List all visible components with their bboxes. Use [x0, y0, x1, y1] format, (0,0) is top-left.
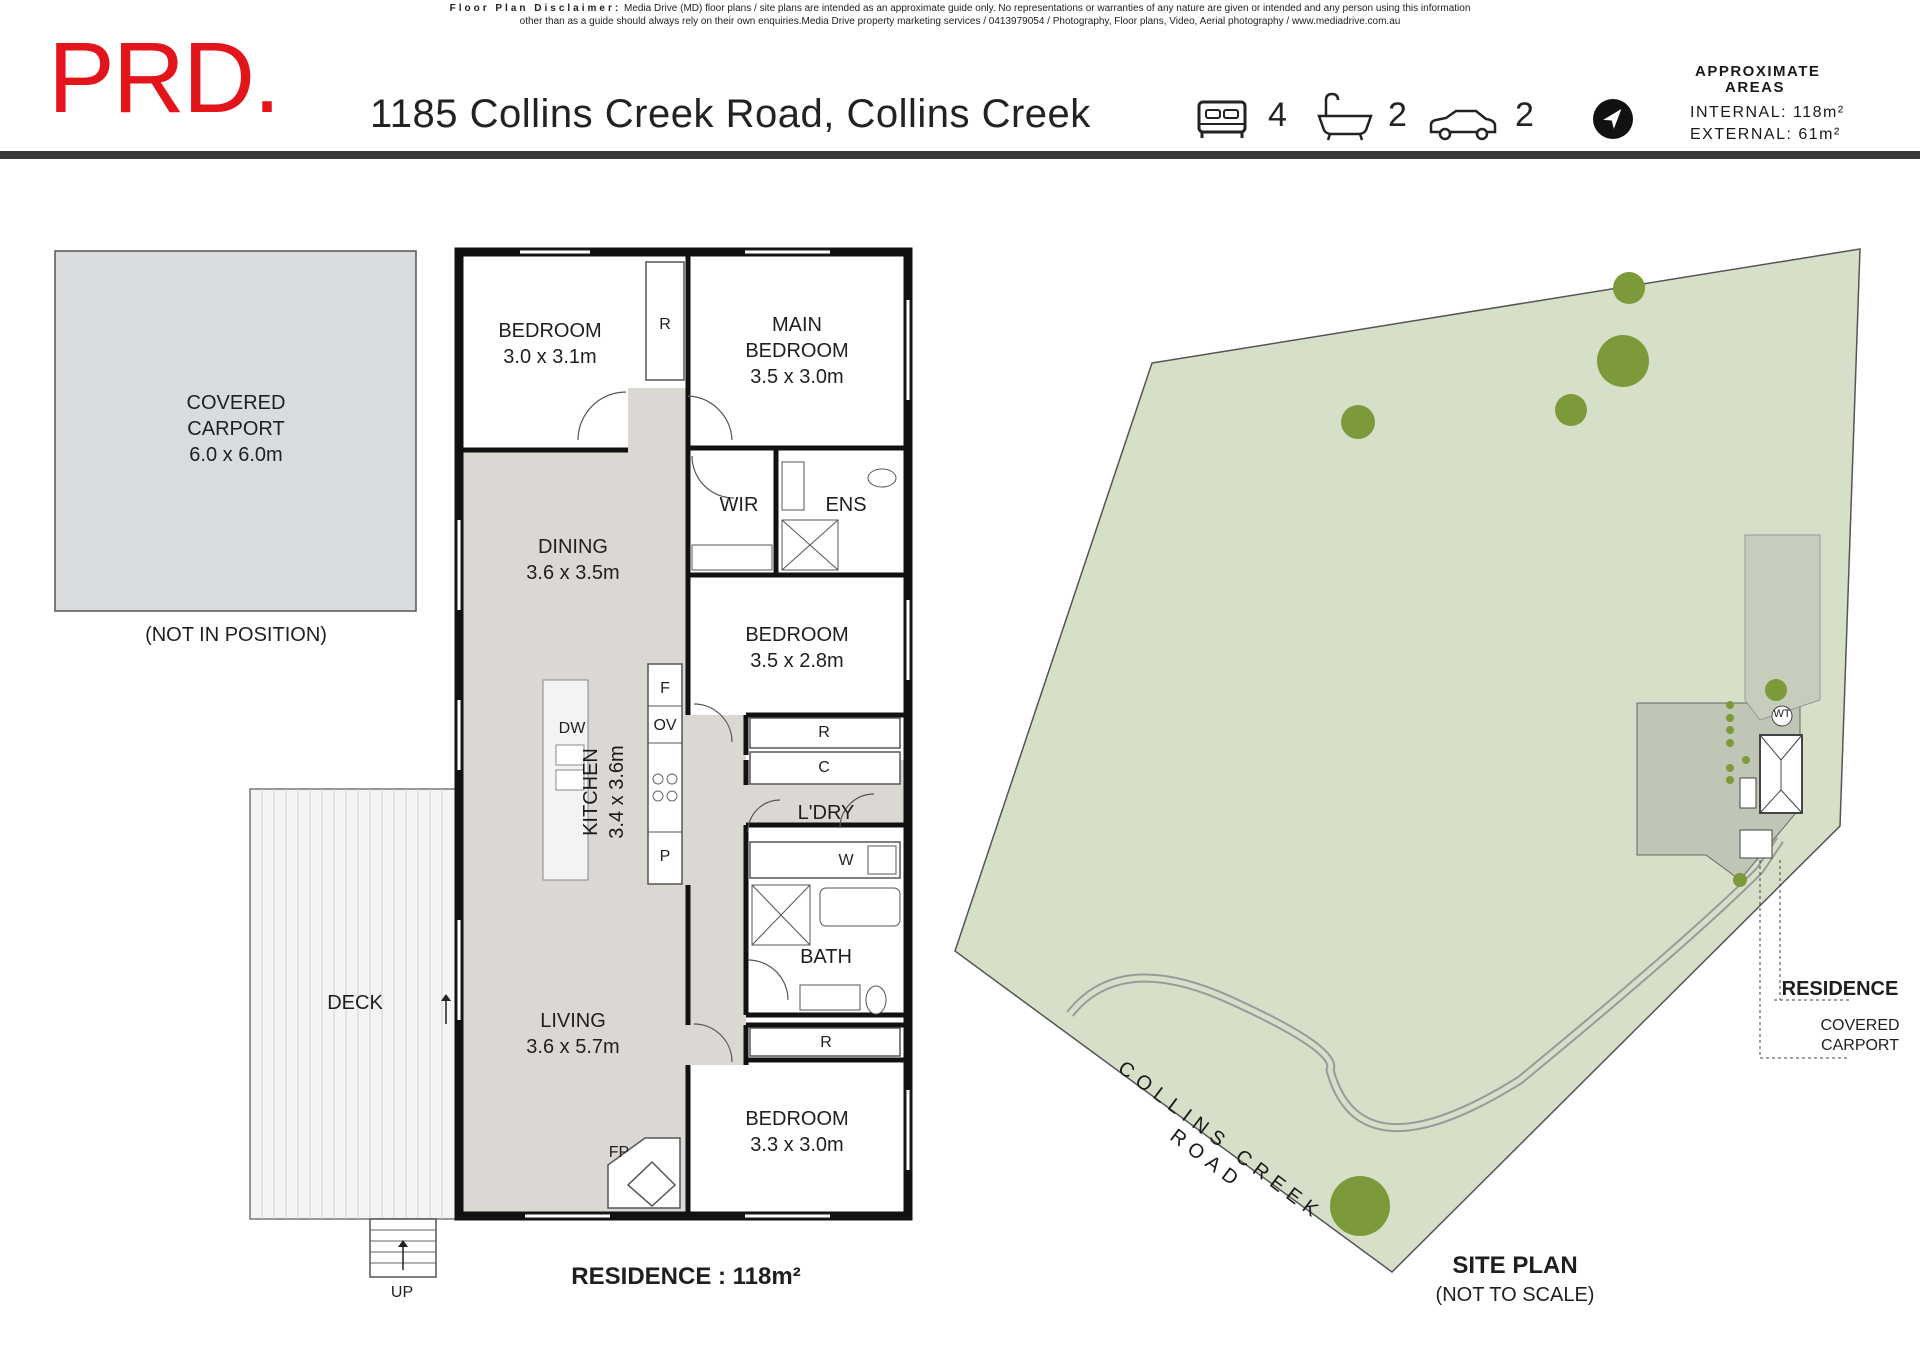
bedroom2-size: 3.5 x 2.8m	[750, 650, 844, 672]
fixture-cupboard: C	[818, 759, 830, 776]
fixture-oven: OV	[653, 717, 677, 734]
bedroom3-label: BEDROOM 3.3 x 3.0m	[745, 1106, 848, 1158]
deck-label: DECK	[327, 992, 383, 1014]
fixture-fridge: F	[660, 680, 670, 697]
living-name: LIVING	[540, 1010, 606, 1032]
external-label: EXTERNAL:	[1690, 126, 1793, 143]
bed-icon	[1197, 100, 1247, 138]
external-area: EXTERNAL: 61m²	[1690, 126, 1841, 144]
beds-count: 4	[1268, 96, 1287, 134]
living-label: LIVING 3.6 x 5.7m	[526, 1008, 619, 1060]
areas-title: APPROXIMATE AREAS	[1695, 63, 1821, 96]
bedroom1-label: BEDROOM 3.0 x 3.1m	[498, 318, 601, 370]
dining-label: DINING 3.6 x 3.5m	[526, 534, 619, 586]
external-value: 61m²	[1798, 126, 1841, 143]
disclaimer-lead: Floor Plan Disclaimer:	[449, 3, 622, 14]
disclaimer-line1: Media Drive (MD) floor plans / site plan…	[623, 3, 1471, 14]
wir-label: WIR	[719, 494, 759, 516]
main-bedroom-name1: MAIN	[772, 314, 822, 336]
bath-icon	[1317, 92, 1373, 141]
fireplace-label: FP	[608, 1144, 630, 1161]
fixture-pantry: P	[659, 848, 671, 865]
property-address: 1185 Collins Creek Road, Collins Creek	[370, 92, 1091, 136]
carport-name2: CARPORT	[187, 418, 285, 440]
site-plan-subtitle: (NOT TO SCALE)	[1435, 1284, 1595, 1306]
north-compass-icon	[1593, 99, 1633, 139]
baths-count: 2	[1388, 96, 1407, 134]
internal-label: INTERNAL:	[1690, 104, 1788, 121]
living-size: 3.6 x 5.7m	[526, 1036, 620, 1058]
carport-note: (NOT IN POSITION)	[145, 624, 327, 646]
carport-box	[54, 250, 417, 612]
site-plan-title: SITE PLAN	[1452, 1252, 1578, 1279]
bedroom1-name: BEDROOM	[498, 320, 602, 342]
disclaimer-line2: other than as a guide should always rely…	[519, 16, 1401, 27]
fixture-robe-1: R	[659, 316, 671, 333]
dining-name: DINING	[537, 536, 608, 558]
site-residence-label: RESIDENCE	[1781, 978, 1899, 1000]
bedroom1-size: 3.0 x 3.1m	[503, 346, 597, 368]
fixture-washer: W	[838, 852, 854, 869]
fixture-robe-2: R	[818, 724, 830, 741]
stairs-up-label: UP	[390, 1284, 414, 1301]
car-icon	[1429, 109, 1497, 141]
fixture-robe-3: R	[820, 1034, 832, 1051]
header-divider	[0, 151, 1920, 159]
cars-count: 2	[1515, 96, 1534, 134]
dining-size: 3.6 x 3.5m	[526, 562, 620, 584]
prd-logo: PRD.	[48, 22, 281, 134]
ens-label: ENS	[825, 494, 867, 516]
main-bedroom-name2: BEDROOM	[745, 340, 849, 362]
internal-area: INTERNAL: 118m²	[1690, 104, 1845, 122]
disclaimer: Floor Plan Disclaimer: Media Drive (MD) …	[0, 2, 1920, 28]
residence-caption: RESIDENCE : 118m²	[571, 1263, 801, 1290]
carport-label: COVERED CARPORT 6.0 x 6.0m	[187, 390, 286, 468]
site-land	[954, 248, 1861, 1273]
water-tank-label: WT	[1773, 708, 1791, 720]
bath-label: BATH	[800, 946, 852, 968]
internal-value: 118m²	[1793, 104, 1845, 121]
site-carport-label: COVERED CARPORT	[1820, 1016, 1899, 1056]
carport-size: 6.0 x 6.0m	[189, 444, 283, 466]
laundry-label: L'DRY	[797, 802, 855, 824]
carport-name: COVERED	[186, 392, 286, 414]
bedroom2-label: BEDROOM 3.5 x 2.8m	[745, 622, 848, 674]
fixture-dishwasher: DW	[558, 720, 586, 737]
site-carport-line1: COVERED	[1820, 1017, 1900, 1034]
bedroom2-name: BEDROOM	[745, 624, 849, 646]
bedroom3-size: 3.3 x 3.0m	[750, 1134, 844, 1156]
main-bedroom-size: 3.5 x 3.0m	[750, 366, 844, 388]
main-bedroom-label: MAIN BEDROOM 3.5 x 3.0m	[745, 312, 848, 390]
bedroom3-name: BEDROOM	[745, 1108, 849, 1130]
site-carport-line2: CARPORT	[1821, 1037, 1899, 1054]
